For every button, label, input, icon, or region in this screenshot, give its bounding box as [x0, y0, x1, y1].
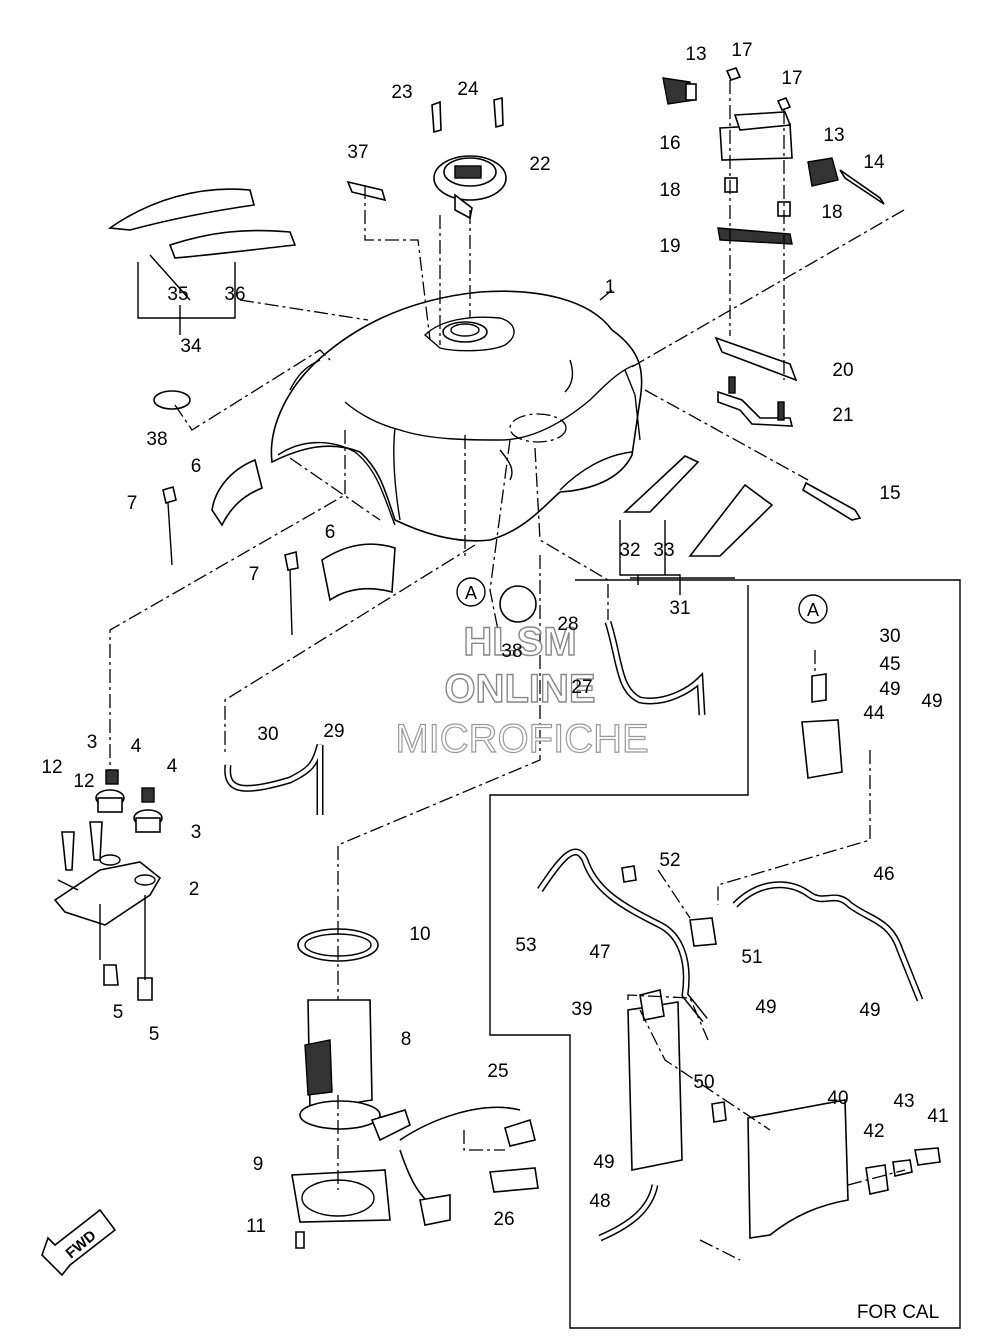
part-label-35: 35: [167, 284, 188, 305]
watermark: HLSM ONLINE MICROFICHE: [395, 619, 650, 761]
part-label-17: 17: [781, 68, 802, 89]
part-label-34: 34: [180, 336, 202, 357]
part-label-8: 8: [401, 1029, 412, 1050]
part-label-46: 46: [873, 864, 894, 885]
part-label-3: 3: [191, 822, 202, 843]
part-label-44: 44: [863, 703, 885, 724]
part-label-49: 49: [593, 1152, 614, 1173]
part-label-22: 22: [529, 154, 550, 175]
part-label-19: 19: [659, 236, 680, 257]
part-label-12: 12: [41, 757, 62, 778]
svg-text:HLSM: HLSM: [463, 620, 576, 664]
rear-mount-bracket[interactable]: [53, 769, 163, 1001]
long-bolt[interactable]: [801, 481, 862, 521]
part-label-33: 33: [653, 540, 674, 561]
part-label-30: 30: [879, 626, 900, 647]
part-label-2: 2: [189, 879, 200, 900]
tank-dampers[interactable]: [211, 458, 396, 602]
part-label-41: 41: [927, 1106, 948, 1127]
part-label-13: 13: [823, 125, 844, 146]
part-label-21: 21: [832, 405, 853, 426]
callout-a-upper: A: [456, 577, 486, 607]
part-label-6: 6: [325, 522, 336, 543]
cable-ties[interactable]: [162, 485, 299, 636]
part-label-53: 53: [515, 935, 536, 956]
svg-text:A: A: [807, 600, 819, 620]
part-label-12: 12: [73, 771, 94, 792]
side-cover-panels[interactable]: [107, 188, 297, 410]
part-label-5: 5: [113, 1002, 124, 1023]
svg-text:ONLINE: ONLINE: [444, 667, 595, 711]
part-label-28: 28: [557, 614, 578, 635]
part-label-40: 40: [827, 1088, 848, 1109]
part-label-42: 42: [863, 1121, 884, 1142]
part-label-6: 6: [191, 456, 202, 477]
canister-bracket-assembly[interactable]: [662, 67, 885, 427]
part-label-10: 10: [409, 924, 430, 945]
part-label-43: 43: [893, 1091, 914, 1112]
part-label-16: 16: [659, 133, 680, 154]
part-label-49: 49: [879, 679, 900, 700]
part-label-36: 36: [224, 284, 245, 305]
part-label-48: 48: [589, 1191, 610, 1212]
part-label-15: 15: [879, 483, 900, 504]
part-label-11: 11: [246, 1216, 266, 1237]
part-label-4: 4: [131, 736, 142, 757]
part-label-17: 17: [731, 40, 752, 61]
part-label-32: 32: [619, 540, 640, 561]
part-label-27: 27: [571, 677, 592, 698]
part-label-3: 3: [87, 732, 98, 753]
part-label-38: 38: [146, 429, 167, 450]
part-label-9: 9: [253, 1154, 264, 1175]
part-label-38: 38: [501, 641, 522, 662]
svg-text:MICROFICHE: MICROFICHE: [395, 717, 648, 761]
svg-text:A: A: [465, 583, 477, 603]
part-label-49: 49: [755, 997, 776, 1018]
callout-a-lower: A: [798, 594, 828, 624]
part-number-labels: 1 2 3 3 4 4 5 5 6 6 7 7 8 9 10 11 12 12 …: [41, 40, 948, 1237]
front-side-covers[interactable]: [622, 455, 774, 557]
forward-direction-arrow: FWD: [41, 1208, 117, 1277]
part-label-26: 26: [493, 1209, 514, 1230]
part-label-29: 29: [323, 721, 344, 742]
fuel-hoses[interactable]: [224, 620, 706, 1226]
part-label-1: 1: [605, 277, 616, 298]
part-label-37: 37: [347, 142, 368, 163]
part-label-31: 31: [669, 598, 690, 619]
part-label-7: 7: [127, 493, 138, 514]
part-label-20: 20: [832, 360, 853, 381]
part-label-18: 18: [659, 180, 680, 201]
fuel-tank[interactable]: [270, 290, 643, 542]
part-label-5: 5: [149, 1024, 160, 1045]
part-label-23: 23: [391, 82, 412, 103]
part-label-49: 49: [859, 1000, 880, 1021]
part-label-51: 51: [741, 947, 762, 968]
part-label-18: 18: [821, 202, 842, 223]
part-label-4: 4: [167, 756, 178, 777]
part-label-30: 30: [257, 724, 278, 745]
filler-cap-assembly[interactable]: [431, 96, 507, 220]
part-label-50: 50: [693, 1072, 714, 1093]
part-label-24: 24: [457, 79, 479, 100]
part-label-39: 39: [571, 999, 592, 1020]
fuel-pump-assembly[interactable]: [291, 928, 411, 1249]
part-label-52: 52: [659, 850, 680, 871]
part-label-7: 7: [249, 564, 260, 585]
evap-canister-assembly[interactable]: [537, 673, 941, 1242]
part-label-25: 25: [487, 1061, 508, 1082]
for-cal-note: FOR CAL: [857, 1302, 939, 1323]
gasket-38[interactable]: [499, 585, 537, 623]
part-label-47: 47: [589, 942, 610, 963]
part-label-45: 45: [879, 654, 900, 675]
warning-decal[interactable]: [346, 180, 387, 202]
part-label-49: 49: [921, 691, 942, 712]
part-label-13: 13: [685, 44, 706, 65]
leader-lines: [57, 80, 961, 1329]
part-label-14: 14: [863, 152, 885, 173]
